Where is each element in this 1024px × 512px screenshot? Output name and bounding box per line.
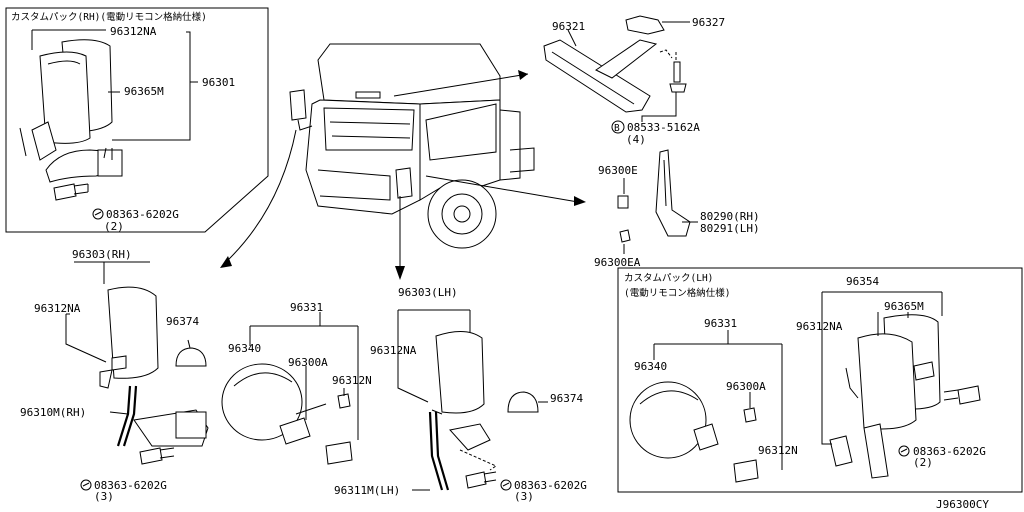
label-rh-stay: 96310M(RH) bbox=[20, 406, 86, 419]
under-mirror-group: 96331 96340 96300A 96312N bbox=[221, 301, 372, 465]
label-bolt-b-qty: (4) bbox=[626, 133, 646, 146]
label-under-mirror-set: 96331 bbox=[290, 301, 323, 314]
rh-mirror-group: 96303(RH) 96312NA 96310M(RH) 08363-6202G… bbox=[20, 248, 209, 503]
label-under-bolt: 96312N bbox=[332, 374, 372, 387]
label-rh-bolt: 08363-6202G bbox=[94, 479, 167, 492]
inset-lh-title-2: (電動リモコン格納仕様) bbox=[624, 287, 730, 299]
label-rh-mirror-assy: 96303(RH) bbox=[72, 248, 132, 261]
label-lh-custom-mirror-glass: 96365M bbox=[884, 300, 924, 313]
label-lh-custom-bolt-small: 96312N bbox=[758, 444, 798, 457]
label-rh-custom-mirror-glass: 96365M bbox=[124, 85, 164, 98]
label-lh-custom-under-set: 96331 bbox=[704, 317, 737, 330]
label-room-mirror-base: 96327 bbox=[692, 16, 725, 29]
lh-mirror-group: 96303(LH) 96312NA 96311M(LH) 08363-6202G… bbox=[334, 286, 587, 503]
label-rh-cover: 96374 bbox=[166, 315, 199, 328]
label-lh-custom-bolt-qty: (2) bbox=[913, 456, 933, 469]
label-lh-mirror-assy: 96303(LH) bbox=[398, 286, 458, 299]
label-lh-bolt-qty: (3) bbox=[514, 490, 534, 503]
label-rh-custom-mirror-complete: 96301 bbox=[202, 76, 235, 89]
label-under-mirror: 96340 bbox=[228, 342, 261, 355]
label-garnish-rh: 80290(RH) bbox=[700, 210, 760, 223]
label-lh-custom-mirror-complete: 96354 bbox=[846, 275, 879, 288]
truck-cab-illustration bbox=[220, 43, 586, 280]
label-clip-ea: 96300EA bbox=[594, 256, 641, 269]
label-garnish-lh: 80291(LH) bbox=[700, 222, 760, 235]
label-clip-e: 96300E bbox=[598, 164, 638, 177]
label-rh-custom-mirror-assy: 96312NA bbox=[110, 25, 157, 38]
label-rh-mirror-head: 96312NA bbox=[34, 302, 81, 315]
label-lh-cover: 96374 bbox=[550, 392, 583, 405]
label-lh-mirror-head: 96312NA bbox=[370, 344, 417, 357]
label-rh-custom-bolt: 08363-6202G bbox=[106, 208, 179, 221]
label-under-bracket: 96300A bbox=[288, 356, 328, 369]
label-lh-custom-bolt: 08363-6202G bbox=[913, 445, 986, 458]
label-lh-custom-mirror-assy: 96312NA bbox=[796, 320, 843, 333]
inset-lh-custom: カスタムパック(LH) (電動リモコン格納仕様) 96331 96340 963… bbox=[617, 267, 1023, 493]
inset-lh-title-1: カスタムパック(LH) bbox=[624, 273, 713, 284]
label-rh-bolt-qty: (3) bbox=[94, 490, 114, 503]
garnish-group: 96300E 96300EA 80290(RH) 80291(LH) bbox=[594, 149, 760, 269]
label-bolt-b: 08533-5162A bbox=[627, 121, 700, 134]
label-rh-custom-bolt-qty: (2) bbox=[104, 220, 124, 233]
label-lh-custom-bracket: 96300A bbox=[726, 380, 766, 393]
label-lh-bolt: 08363-6202G bbox=[514, 479, 587, 492]
label-lh-custom-under-mirror: 96340 bbox=[634, 360, 667, 373]
label-room-mirror: 96321 bbox=[552, 20, 585, 33]
label-lh-stay: 96311M(LH) bbox=[334, 484, 400, 497]
room-mirror-group: 96321 96327 B 08533-5162A (4) bbox=[543, 15, 725, 146]
inset-rh-title: カスタムパック(RH)(電動リモコン格納仕様) bbox=[11, 11, 207, 23]
label-bolt-b-mark: B bbox=[614, 123, 620, 134]
drawing-code: J96300CY bbox=[936, 498, 989, 511]
inset-rh-custom: カスタムパック(RH)(電動リモコン格納仕様) 96312NA 96365M 9… bbox=[5, 7, 269, 233]
